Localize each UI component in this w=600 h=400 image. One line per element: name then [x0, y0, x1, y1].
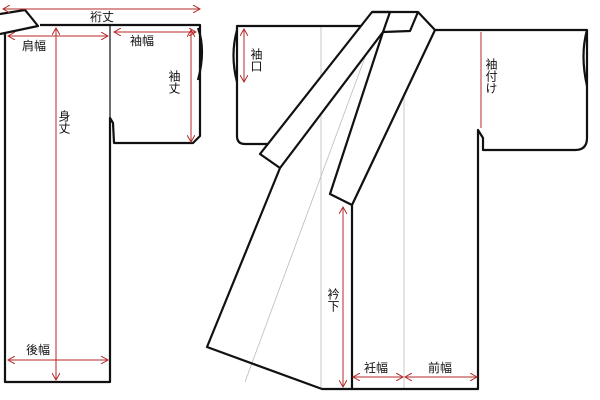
yuki-label: 裄丈 [90, 10, 114, 24]
sodetsuke-label: 袖付け [484, 57, 498, 94]
maehaba-label: 前幅 [428, 360, 452, 375]
left-sleeve-cuff-curve [232, 29, 239, 83]
right-sleeve-cuff-curve [582, 29, 589, 87]
back-collar-outline [0, 8, 40, 36]
sodeguchi-label: 袖口 [249, 47, 263, 72]
guide-line [244, 21, 379, 383]
ushirohaba-label: 後幅 [26, 342, 50, 357]
back-view: 裄丈 肩幅 袖幅 袖丈 身丈 後幅 [0, 8, 204, 384]
front-body-outline [205, 28, 589, 391]
sodetake-label: 袖丈 [167, 69, 181, 95]
back-body-outline [3, 23, 202, 384]
left-sleeve-outline [235, 24, 362, 146]
katahaba-label: 肩幅 [22, 38, 46, 53]
eripshita-label: 衿下 [326, 287, 340, 312]
mitake-label: 身丈 [57, 109, 71, 135]
okumihaba-label: 衽幅 [364, 360, 388, 375]
collar-right-band [328, 10, 437, 207]
sodehaba-label: 袖幅 [130, 33, 154, 48]
front-view: 袖口 袖付け 衿下 衽幅 前幅 [205, 10, 589, 391]
sleeve-cuff-curve [196, 27, 204, 81]
